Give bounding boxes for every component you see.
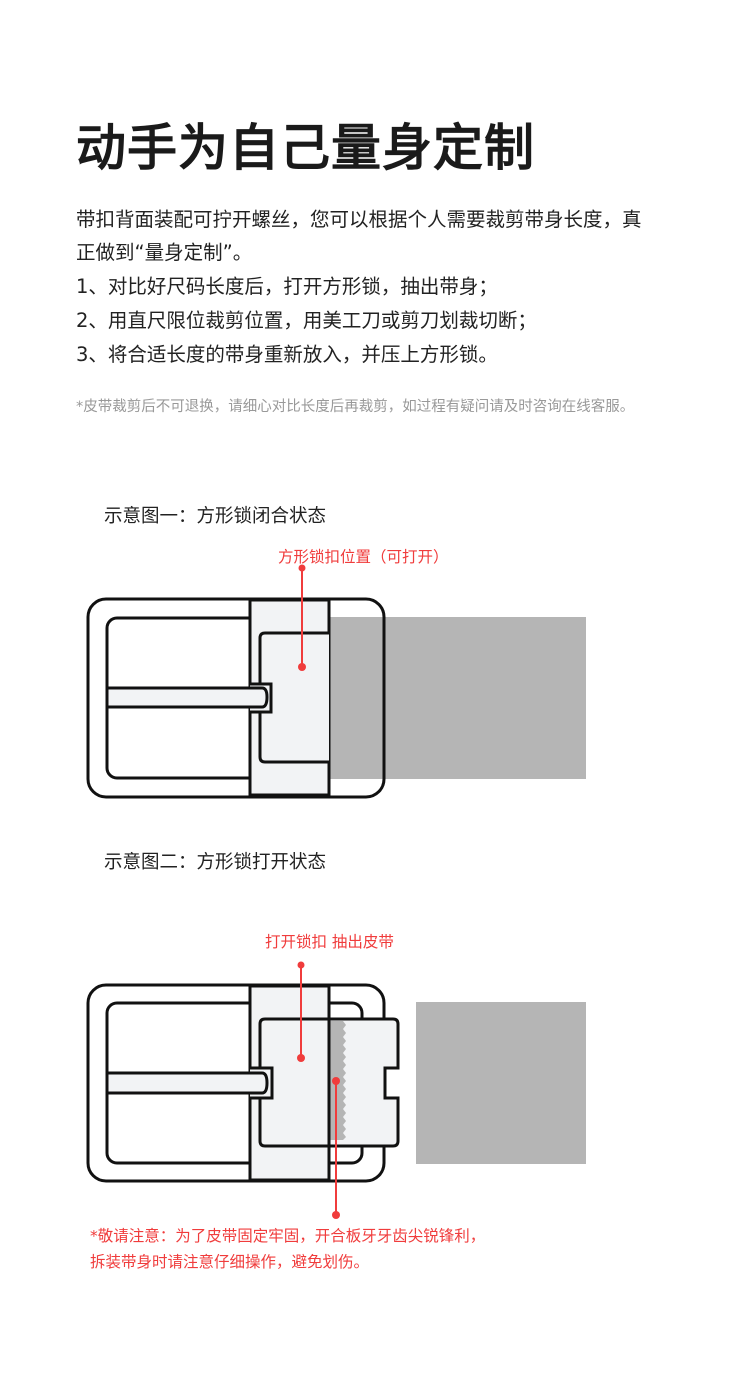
belt-strap	[416, 1002, 586, 1164]
buckle-prong	[105, 1071, 269, 1095]
diagram1-label: 方形锁扣位置（可打开）	[278, 548, 449, 566]
buckle-prong	[105, 686, 269, 709]
warning-line: *敬请注意：为了皮带固定牢固，开合板牙牙齿尖锐锋利，	[90, 1227, 486, 1245]
diagram-closed	[86, 568, 586, 799]
marker-dot	[332, 1077, 340, 1085]
step-1: 1、对比好尺码长度后，打开方形锁，抽出带身；	[76, 275, 498, 298]
page-title: 动手为自己量身定制	[76, 119, 535, 177]
diagram2-label: 打开锁扣 抽出皮带	[265, 933, 394, 951]
disclaimer-note: *皮带裁剪后不可退换，请细心对比长度后再裁剪，如过程有疑问请及时咨询在线客服。	[76, 399, 635, 415]
step-2: 2、用直尺限位裁剪位置，用美工刀或剪刀划裁切断；	[76, 309, 537, 332]
diagram-open	[86, 965, 586, 1219]
marker-dot	[297, 1054, 305, 1062]
intro-line: 正做到“量身定制”。	[76, 241, 253, 264]
diagram1-caption: 示意图一：方形锁闭合状态	[104, 506, 327, 527]
warning-line: 拆装带身时请注意仔细操作，避免划伤。	[90, 1253, 370, 1271]
step-3: 3、将合适长度的带身重新放入，并压上方形锁。	[76, 343, 498, 366]
diagram2-caption: 示意图二：方形锁打开状态	[104, 852, 327, 873]
buckle-frame	[86, 597, 386, 799]
marker-dot	[298, 663, 306, 671]
intro-line: 带扣背面装配可拧开螺丝，您可以根据个人需要裁剪带身长度，真	[76, 208, 642, 231]
belt-strap	[330, 617, 586, 779]
marker-dot	[332, 1211, 340, 1219]
